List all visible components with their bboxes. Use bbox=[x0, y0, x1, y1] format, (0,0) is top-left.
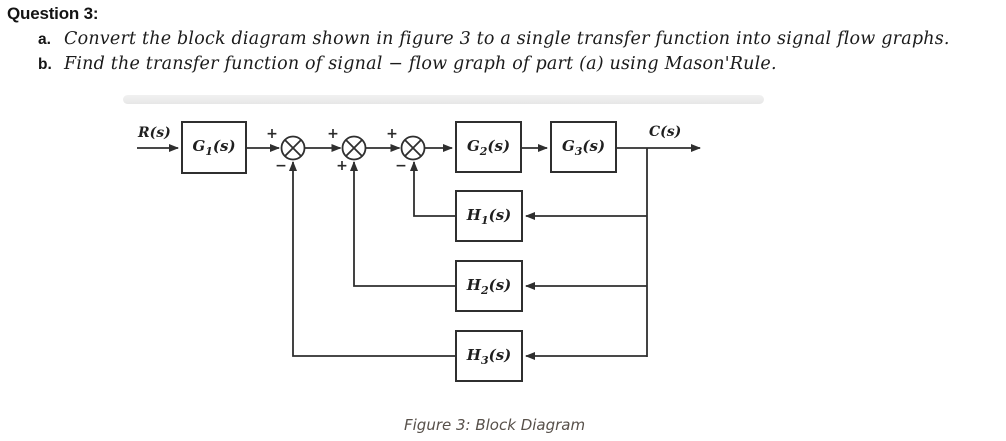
figure-caption: Figure 3: Block Diagram bbox=[404, 416, 586, 434]
sum1-top-sign: + bbox=[266, 126, 278, 142]
block-g3-label: G3(s) bbox=[561, 136, 606, 158]
output-signal-label: C(s) bbox=[649, 124, 682, 140]
h3-feedback-path bbox=[289, 161, 455, 357]
block-h3: H3(s) bbox=[455, 330, 523, 382]
block-h1: H1(s) bbox=[455, 190, 523, 242]
part-a-marker: a. bbox=[38, 31, 51, 48]
question-part-a: a. Convert the block diagram shown in fig… bbox=[38, 29, 950, 49]
sum2-bottom-sign: + bbox=[336, 158, 348, 174]
block-g1-label: G1(s) bbox=[192, 137, 236, 158]
question-title: Question 3: bbox=[7, 4, 99, 23]
block-g2-label: G2(s) bbox=[466, 136, 511, 158]
block-h2-label: H2(s) bbox=[466, 275, 512, 297]
block-g3: G3(s) bbox=[550, 121, 617, 173]
question-part-b: b. Find the transfer function of signal −… bbox=[38, 54, 777, 74]
part-b-marker: b. bbox=[38, 56, 52, 73]
scan-shadow-band bbox=[123, 95, 764, 104]
h1-feedback-path bbox=[410, 161, 455, 217]
summing-junction-1 bbox=[280, 135, 306, 161]
sum3-bottom-sign: − bbox=[395, 158, 407, 174]
sum1-bottom-sign: − bbox=[275, 158, 287, 174]
sum3-top-sign: + bbox=[386, 126, 398, 142]
block-h2: H2(s) bbox=[455, 260, 523, 312]
block-h1-label: H1(s) bbox=[466, 205, 512, 227]
input-signal-label: R(s) bbox=[138, 125, 171, 141]
summing-junction-3 bbox=[400, 135, 426, 161]
block-g2: G2(s) bbox=[455, 121, 522, 173]
h2-feedback-path bbox=[350, 161, 455, 287]
block-g1: G1(s) bbox=[181, 121, 247, 174]
part-b-text: Find the transfer function of signal − f… bbox=[64, 54, 777, 74]
part-a-text: Convert the block diagram shown in figur… bbox=[64, 29, 950, 49]
block-h3-label: H3(s) bbox=[466, 345, 512, 367]
sum2-top-sign: + bbox=[327, 126, 339, 142]
summing-junction-2 bbox=[341, 135, 367, 161]
